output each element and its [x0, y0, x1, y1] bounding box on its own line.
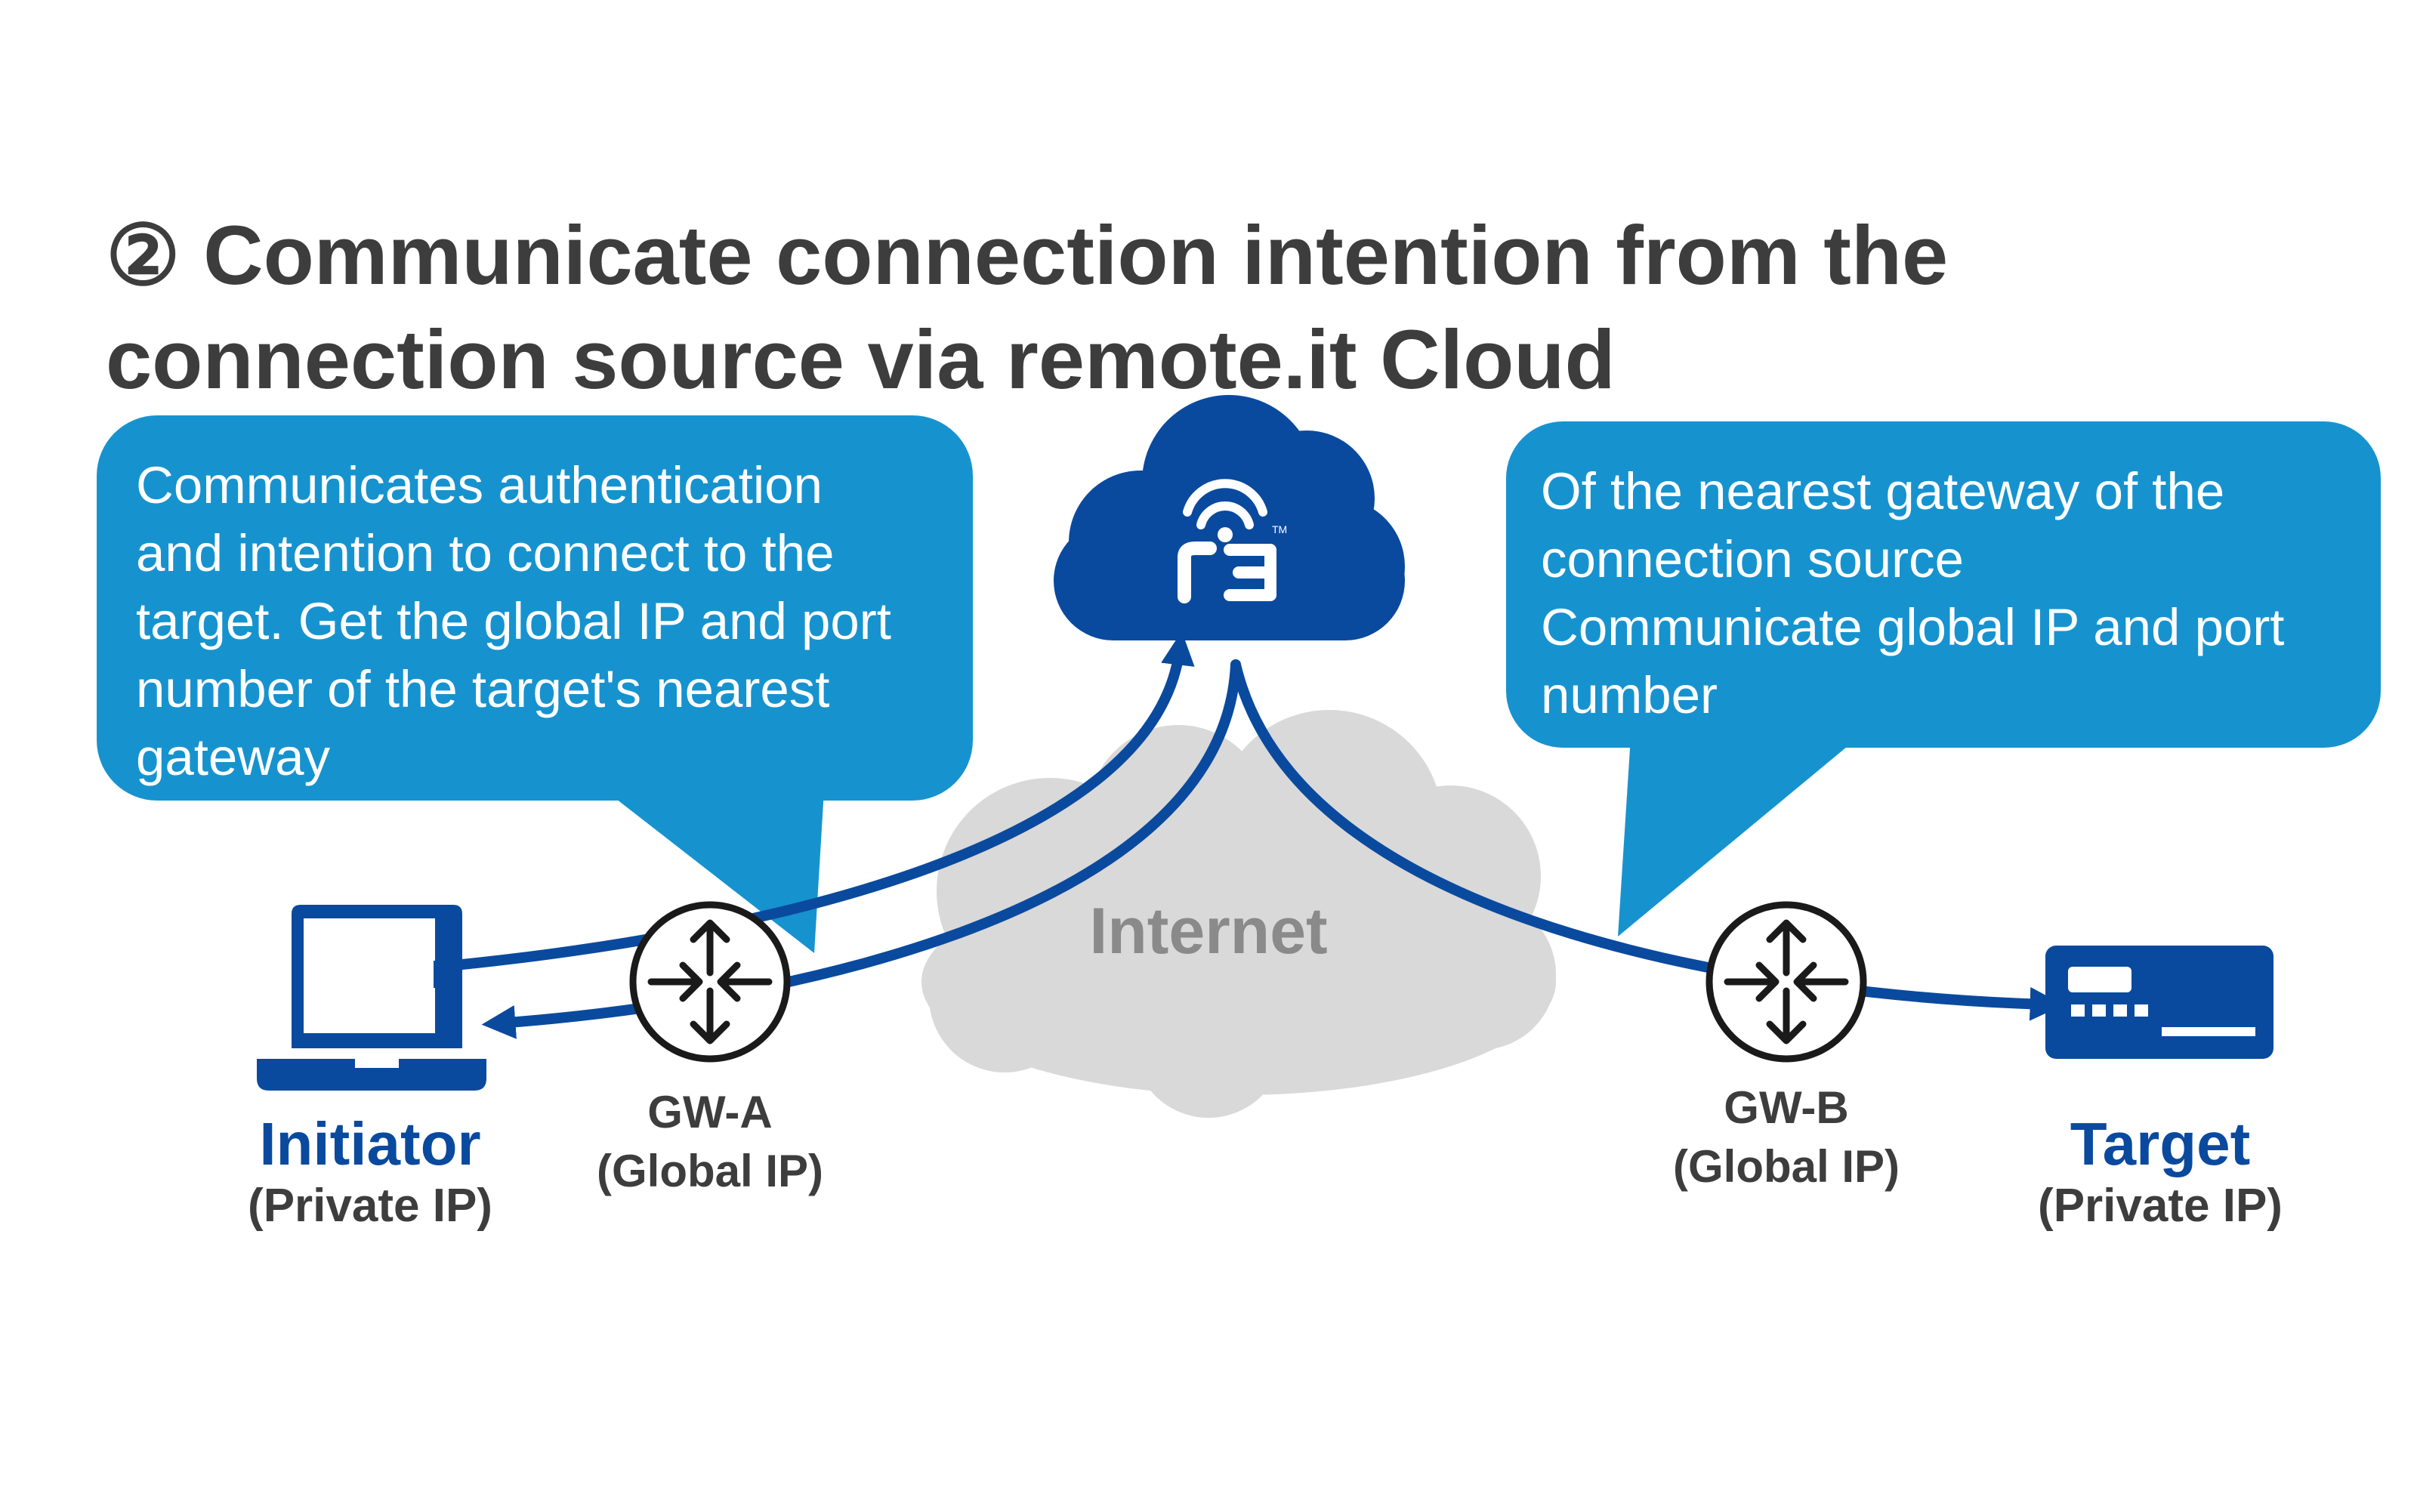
gateway-b-label: GW-B (Global IP) [1635, 1078, 1937, 1196]
gateway-b-ip: (Global IP) [1673, 1141, 1900, 1192]
bubble-left-line: gateway [136, 728, 330, 786]
bubble-left-line: number of the target's nearest [136, 660, 830, 718]
target-label: Target (Private IP) [2009, 1110, 2311, 1234]
speech-bubble-right [1506, 421, 2381, 937]
initiator-label: Initiator (Private IP) [219, 1110, 521, 1234]
title-line-2: connection source via remote.it Cloud [106, 313, 1616, 406]
cloud-logo-tm: TM [1272, 523, 1287, 535]
target-name: Target [2070, 1110, 2251, 1177]
server-device-icon [2045, 946, 2273, 1059]
speech-bubble-left [97, 415, 973, 953]
bubble-left-line: target. Get the global IP and port [136, 592, 891, 650]
router-icon [1705, 901, 1867, 1063]
target-ip: (Private IP) [2038, 1180, 2283, 1232]
connector-cloud-to-target [1230, 659, 2064, 1021]
gateway-a-ip: (Global IP) [597, 1146, 823, 1196]
bubble-right-line: Of the nearest gateway of the [1541, 462, 2225, 520]
bubble-right-line: Communicate global IP and port [1541, 598, 2285, 656]
bubble-right-line: number [1541, 666, 1718, 724]
gateway-b-name: GW-B [1724, 1082, 1849, 1133]
initiator-ip: (Private IP) [248, 1180, 492, 1232]
title-line-1: ② Communicate connection intention from … [106, 209, 1949, 302]
bubble-left-line: and intention to connect to the [136, 524, 835, 582]
initiator-name: Initiator [259, 1110, 481, 1177]
internet-cloud-icon [921, 710, 1556, 1118]
speech-bubble-left-text: Communicates authentication and intentio… [136, 452, 891, 791]
gateway-a-name: GW-A [647, 1087, 773, 1137]
gateway-a-label: GW-A (Global IP) [559, 1083, 861, 1201]
page-title: ② Communicate connection intention from … [106, 204, 2145, 412]
connector-cloud-to-initiator [481, 659, 1241, 1039]
router-icon [629, 901, 791, 1063]
bubble-right-line: connection source [1541, 530, 1965, 588]
internet-label: Internet [1089, 895, 1327, 967]
speech-bubble-right-text: Of the nearest gateway of the connection… [1541, 458, 2284, 730]
laptop-icon [257, 905, 486, 1091]
bubble-left-line: Communicates authentication [136, 456, 823, 514]
remoteit-cloud-icon [1054, 395, 1405, 640]
connector-initiator-to-cloud [449, 631, 1195, 970]
